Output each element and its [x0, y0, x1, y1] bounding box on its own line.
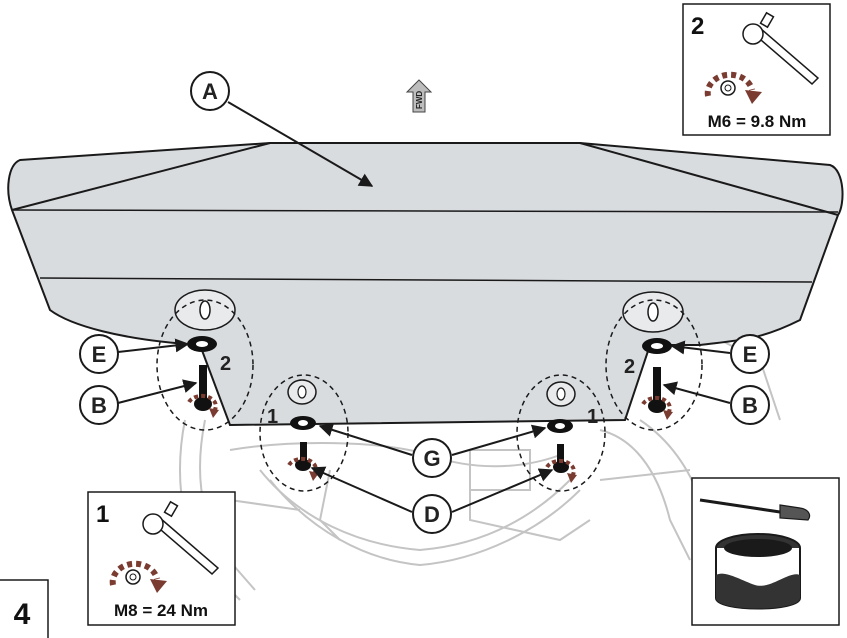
sequence-number-rear-right: 2 — [624, 356, 635, 378]
detail-circle-front-left — [259, 374, 349, 492]
ratchet-wrench-icon — [142, 500, 220, 576]
svg-text:FWD: FWD — [415, 91, 424, 109]
inset-step-2-number: 2 — [691, 13, 704, 40]
callout-b-right: B — [730, 385, 770, 425]
forward-direction-arrow: FWD — [405, 79, 433, 113]
detail-circle-front-right — [516, 374, 606, 492]
bolt-front-right — [557, 444, 564, 462]
svg-text:G: G — [423, 446, 440, 471]
hardware — [187, 336, 675, 485]
svg-text:E: E — [92, 342, 107, 367]
paint-brush-icon — [699, 498, 811, 521]
callout-e-right: E — [730, 334, 770, 374]
callout-b-left: B — [79, 385, 119, 425]
svg-text:D: D — [424, 502, 440, 527]
inset-step-2-torque: M6 = 9.8 Nm — [708, 112, 807, 131]
detail-circle-rear-right — [605, 299, 703, 431]
inset-step-1: 1 M8 = 24 Nm — [87, 491, 236, 626]
callout-a: A — [190, 71, 230, 111]
paint-can-icon — [715, 533, 801, 610]
detail-circle-rear-left — [156, 299, 254, 431]
ratchet-wrench-icon — [742, 11, 820, 86]
leader-lines — [117, 101, 731, 513]
sequence-number-front-right: 1 — [587, 406, 598, 428]
svg-text:B: B — [91, 393, 107, 418]
clockwise-rotation-icon — [109, 560, 167, 593]
inset-step-1-number: 1 — [96, 501, 109, 528]
page-step-number: 4 — [14, 598, 31, 631]
svg-text:B: B — [742, 393, 758, 418]
inset-step-2: 2 M6 = 9.8 Nm — [682, 3, 831, 136]
svg-text:E: E — [743, 342, 758, 367]
sequence-number-front-left: 1 — [267, 406, 278, 428]
skid-plate — [7, 142, 844, 427]
inset-paint-application — [691, 477, 840, 626]
bolt-front-left — [300, 442, 307, 460]
bolt-rear-right — [653, 367, 661, 402]
callout-e-left: E — [79, 334, 119, 374]
callout-g: G — [412, 438, 452, 478]
callout-d: D — [412, 494, 452, 534]
sequence-number-rear-left: 2 — [220, 353, 231, 375]
detail-circles — [156, 299, 703, 492]
page-step-indicator: 4 — [0, 579, 49, 638]
svg-text:A: A — [202, 79, 218, 104]
bolt-rear-left — [199, 365, 207, 400]
inset-step-1-torque: M8 = 24 Nm — [114, 601, 208, 620]
clockwise-rotation-icon — [704, 71, 762, 104]
